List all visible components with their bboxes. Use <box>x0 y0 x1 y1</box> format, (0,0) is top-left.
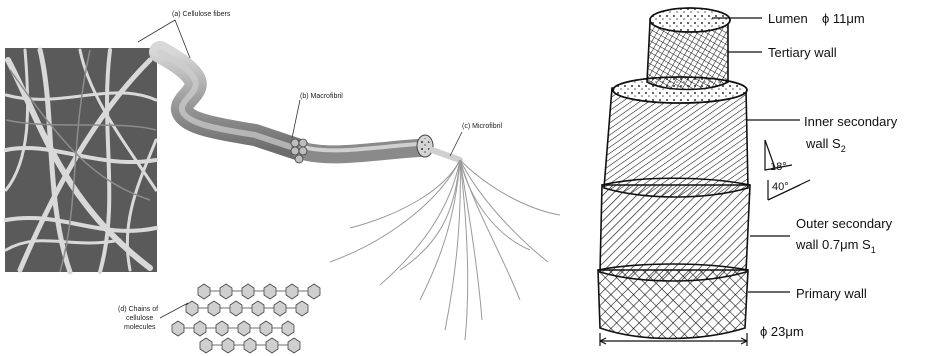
label-inner-secondary-line2: wall S2 <box>805 136 846 154</box>
label-diameter: ϕ 23μm <box>760 324 804 339</box>
label-angle-40: 40° <box>772 181 789 193</box>
label-chains-line3: molecules <box>124 324 156 331</box>
cellulose-fiber-bundle <box>160 52 300 150</box>
label-microfibril: (c) Microfibril <box>462 123 502 130</box>
label-cellulose-fibers: (a) Cellulose fibers <box>172 11 231 18</box>
macrofibril <box>291 139 420 163</box>
label-chains-line2: cellulose <box>126 315 153 322</box>
cellulose-chain-molecules <box>172 284 320 353</box>
label-tertiary-wall: Tertiary wall <box>768 45 837 60</box>
sem-micrograph <box>5 48 157 272</box>
fiber-wall-diagram <box>598 8 750 339</box>
label-primary-wall: Primary wall <box>796 286 867 301</box>
label-lumen-size: ϕ 11μm <box>822 11 865 26</box>
label-outer-secondary-line2: wall 0.7μm S1 <box>795 237 876 255</box>
label-inner-secondary-line1: Inner secondary <box>804 114 898 129</box>
label-chains-line1: (d) Chains of <box>118 306 158 313</box>
microfibril <box>330 135 560 340</box>
label-angle-18: 18° <box>770 161 787 173</box>
label-outer-secondary-line1: Outer secondary <box>796 216 893 231</box>
label-lumen: Lumen <box>768 11 808 26</box>
label-macrofibril: (b) Macrofibril <box>300 93 343 100</box>
